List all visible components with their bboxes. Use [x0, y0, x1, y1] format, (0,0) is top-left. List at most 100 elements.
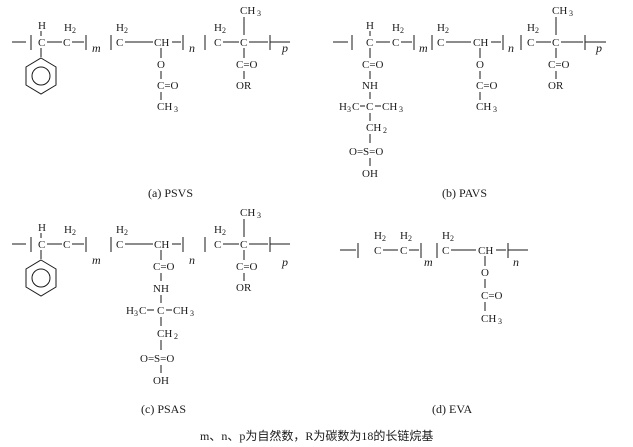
atom-ch3: CH	[240, 207, 255, 219]
atom-ch3: CH	[157, 101, 172, 113]
sub-3: 3	[493, 105, 497, 114]
atom-nh: NH	[362, 80, 378, 92]
atom-c: C	[392, 37, 399, 49]
sub-3: 3	[257, 9, 261, 18]
sub-3: 3	[498, 317, 502, 326]
atom-ch: CH	[154, 37, 169, 49]
atom-h2: H	[527, 22, 535, 34]
caption-a: (a) PSVS	[148, 186, 193, 200]
atom-h: H	[366, 20, 374, 32]
atom-h2: H	[116, 224, 124, 236]
sub-2: 2	[124, 26, 128, 35]
atom-co: C=O	[153, 261, 175, 273]
atom-c: C	[38, 239, 45, 251]
sub-2: 2	[222, 228, 226, 237]
atom-c: C	[240, 37, 247, 49]
atom-c: C	[214, 239, 221, 251]
subscript-n: n	[189, 41, 195, 55]
atom-so: S=O	[363, 146, 383, 158]
atom-co: C=O	[481, 290, 503, 302]
sub-2: 2	[450, 234, 454, 243]
atom-h2: H	[392, 22, 400, 34]
atom-c: C	[352, 101, 359, 113]
atom-h: H	[38, 222, 46, 234]
subscript-n: n	[513, 255, 519, 269]
atom-c: C	[240, 239, 247, 251]
atom-o: O	[476, 59, 484, 71]
footnote: m、n、p为自然数，R为碳数为18的长链烷基	[200, 428, 433, 443]
sub-3: 3	[190, 309, 194, 318]
sub-2: 2	[72, 228, 76, 237]
subscript-p: p	[595, 41, 602, 55]
atom-h3c: H	[126, 305, 134, 317]
sub-3: 3	[134, 309, 138, 318]
benzene-ring	[25, 57, 57, 95]
atom-c: C	[116, 37, 123, 49]
subscript-m: m	[419, 41, 428, 55]
atom-c: C	[214, 37, 221, 49]
caption-b: (b) PAVS	[442, 186, 487, 200]
sub-3: 3	[257, 211, 261, 220]
atom-c: C	[552, 37, 559, 49]
caption-c: (c) PSAS	[141, 402, 186, 416]
atom-c: C	[366, 101, 373, 113]
subscript-m: m	[92, 253, 101, 267]
atom-c: C	[437, 37, 444, 49]
atom-c: C	[63, 239, 70, 251]
atom-c: C	[442, 245, 449, 257]
atom-oh: OH	[362, 168, 378, 180]
subscript-m: m	[92, 41, 101, 55]
sub-2: 2	[222, 26, 226, 35]
atom-c: C	[116, 239, 123, 251]
atom-ch: CH	[154, 239, 169, 251]
sub-2: 2	[72, 26, 76, 35]
atom-h2: H	[374, 230, 382, 242]
atom-h2: H	[400, 230, 408, 242]
atom-co: C=O	[548, 59, 570, 71]
atom-ch3: CH	[552, 5, 567, 17]
sub-2: 2	[382, 234, 386, 243]
atom-so: S=O	[154, 353, 174, 365]
atom-co: C=O	[157, 80, 179, 92]
atom-oeq: O=	[140, 353, 154, 365]
atom-co: C=O	[236, 261, 258, 273]
atom-c: C	[374, 245, 381, 257]
subscript-m: m	[424, 255, 433, 269]
atom-h2: H	[442, 230, 450, 242]
structure-eva: H 2 C H 2 C m H 2 C CH n O C=O CH 3	[340, 230, 528, 326]
atom-ch: CH	[473, 37, 488, 49]
atom-ch2: CH	[366, 122, 381, 134]
atom-co: C=O	[362, 59, 384, 71]
atom-h2: H	[437, 22, 445, 34]
subscript-p: p	[281, 255, 288, 269]
sub-3: 3	[347, 105, 351, 114]
atom-c: C	[366, 37, 373, 49]
atom-nh: NH	[153, 283, 169, 295]
atom-o: O	[157, 59, 165, 71]
sub-2: 2	[124, 228, 128, 237]
structure-pavs: H C H 2 C m H 2 C CH n H 2 C C CH 3 p C=…	[333, 5, 606, 180]
sub-3: 3	[174, 105, 178, 114]
atom-ch3: CH	[240, 5, 255, 17]
atom-c: C	[527, 37, 534, 49]
subscript-n: n	[189, 253, 195, 267]
caption-d: (d) EVA	[432, 402, 472, 416]
structure-psas: H C H 2 C m H 2 C CH n H 2 C C CH 3 p C=…	[12, 207, 290, 387]
sub-2: 2	[445, 26, 449, 35]
atom-oh: OH	[153, 375, 169, 387]
atom-ch2: CH	[157, 328, 172, 340]
atom-or: OR	[236, 80, 252, 92]
atom-ch3: CH	[382, 101, 397, 113]
atom-h2: H	[116, 22, 124, 34]
atom-c: C	[63, 37, 70, 49]
atom-co: C=O	[476, 80, 498, 92]
subscript-n: n	[508, 41, 514, 55]
sub-2: 2	[174, 332, 178, 341]
atom-h3c: H	[339, 101, 347, 113]
benzene-ring-inner	[31, 268, 51, 288]
sub-2: 2	[400, 26, 404, 35]
atom-ch3: CH	[173, 305, 188, 317]
benzene-ring-inner	[31, 66, 51, 86]
